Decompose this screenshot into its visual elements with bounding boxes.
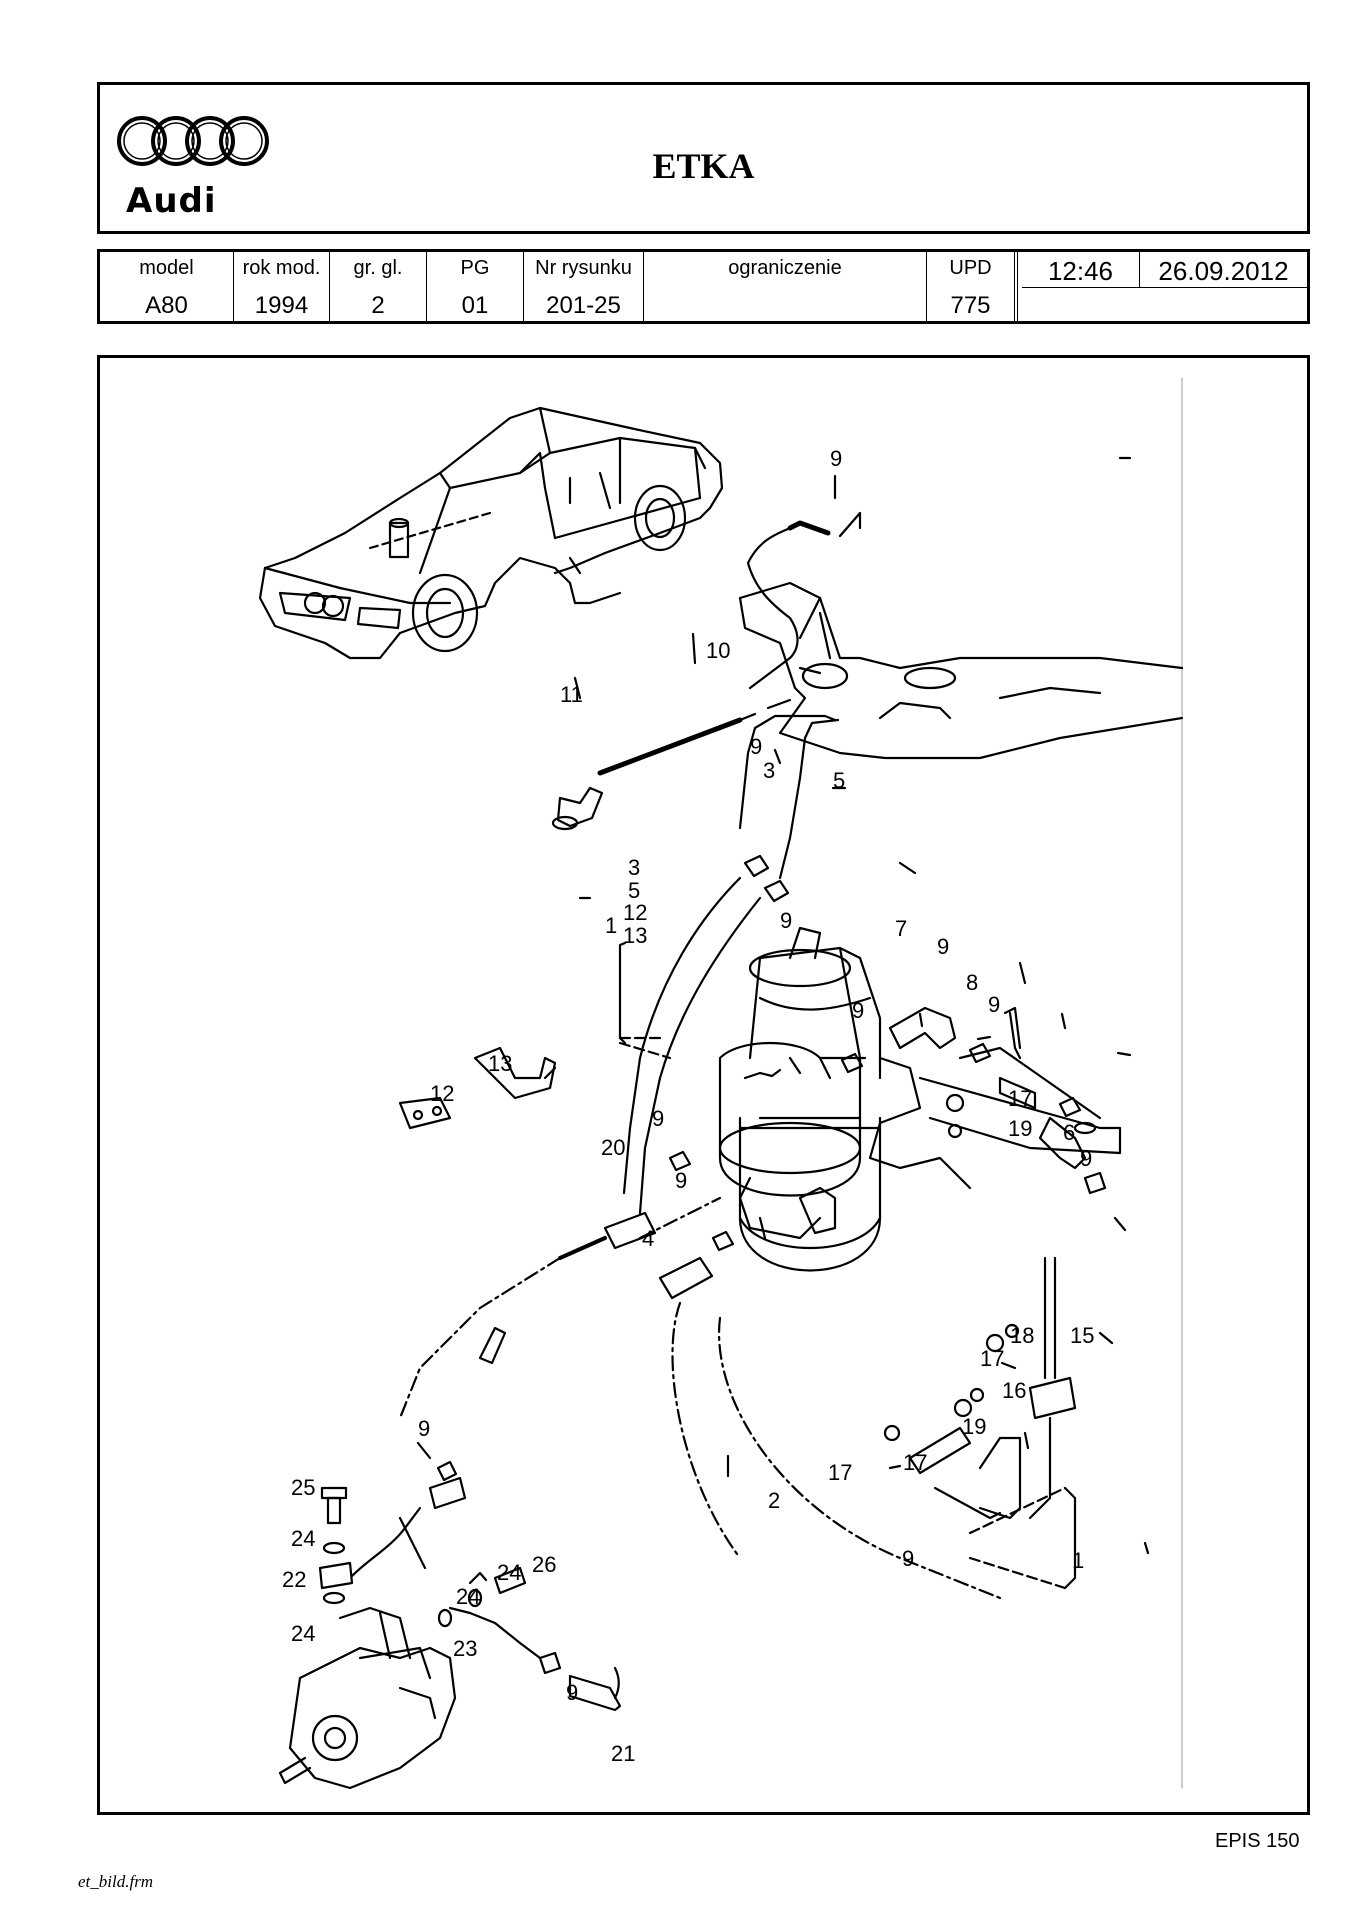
callout-9: 9 (830, 446, 842, 471)
info-table: model A80 rok mod. 1994 gr. gl. 2 PG 01 … (97, 249, 1310, 324)
print-time: 12:46 (1022, 252, 1140, 288)
callout-13: 13 (488, 1051, 512, 1076)
callout-9: 9 (566, 1680, 578, 1705)
col-pg-value: 01 (461, 292, 489, 319)
callout-10: 10 (706, 638, 730, 663)
print-date: 26.09.2012 (1140, 252, 1307, 288)
callout-24: 24 (456, 1584, 480, 1609)
callout-2: 2 (768, 1488, 780, 1513)
footer-filename: et_bild.frm (78, 1872, 154, 1891)
parts-diagram: 9101135993512131798991719691312920491518… (258, 377, 1184, 1790)
callout-23: 23 (453, 1636, 477, 1661)
footer-version: EPIS 150 (1215, 1830, 1300, 1852)
car-illustration (258, 406, 724, 660)
callout-4: 4 (642, 1226, 654, 1251)
callout-12: 12 (430, 1081, 454, 1106)
injection-pump (278, 1606, 457, 1790)
brand-wordmark: Audi (126, 181, 217, 221)
fuel-filter-housing (718, 926, 882, 1272)
col-main-group-label: gr. gl. (353, 257, 403, 279)
callout-21: 21 (611, 1741, 635, 1766)
callout-3: 3 (628, 855, 640, 880)
callout-9: 9 (852, 998, 864, 1023)
callout-1: 1 (1072, 1548, 1084, 1573)
callout-5: 5 (628, 878, 640, 903)
col-year-value: 1994 (254, 292, 309, 319)
col-upd: UPD 775 (927, 252, 1018, 321)
col-model-value: A80 (145, 292, 188, 319)
callout-24: 24 (291, 1526, 315, 1551)
callout-16: 16 (1002, 1378, 1026, 1403)
col-pg: PG 01 (427, 252, 524, 321)
callout-24: 24 (497, 1560, 521, 1585)
callout-5: 5 (833, 768, 845, 793)
callout-1: 1 (605, 913, 617, 938)
callout-9: 9 (1080, 1146, 1092, 1171)
col-year-label: rok mod. (242, 257, 321, 279)
callout-9: 9 (988, 992, 1000, 1017)
callout-6: 6 (1063, 1120, 1075, 1145)
callout-9: 9 (652, 1106, 664, 1131)
col-model: model A80 (100, 252, 234, 321)
callout-20: 20 (601, 1135, 625, 1160)
col-upd-label: UPD (949, 257, 992, 279)
callout-17: 17 (980, 1346, 1004, 1371)
callout-9: 9 (937, 934, 949, 959)
callout-19: 19 (962, 1414, 986, 1439)
callout-17: 17 (1008, 1086, 1032, 1111)
callout-24: 24 (291, 1621, 315, 1646)
callout-19: 19 (1008, 1116, 1032, 1141)
callout-12: 12 (623, 900, 647, 925)
print-date-value: 26.09.2012 (1158, 256, 1289, 286)
callout-15: 15 (1070, 1323, 1094, 1348)
callout-9: 9 (750, 734, 762, 759)
callout-3: 3 (763, 758, 775, 783)
callout-18: 18 (1010, 1323, 1034, 1348)
callout-7: 7 (895, 916, 907, 941)
col-upd-value: 775 (950, 292, 991, 319)
col-main-group: gr. gl. 2 (330, 252, 427, 321)
callout-26: 26 (532, 1552, 556, 1577)
col-model-label: model (139, 257, 194, 279)
callout-9: 9 (418, 1416, 430, 1441)
callout-22: 22 (282, 1567, 306, 1592)
callout-11: 11 (560, 682, 583, 707)
callout-17: 17 (903, 1450, 927, 1475)
col-year: rok mod. 1994 (234, 252, 330, 321)
callout-13: 13 (623, 923, 647, 948)
col-drawing-number-value: 201-25 (546, 292, 621, 319)
callout-17: 17 (828, 1460, 852, 1485)
col-pg-label: PG (460, 257, 490, 279)
col-main-group-value: 2 (371, 292, 385, 319)
col-restriction-label: ograniczenie (728, 257, 842, 279)
callout-9: 9 (675, 1168, 687, 1193)
col-drawing-number-label: Nr rysunku (535, 257, 632, 279)
fuel-tank (738, 581, 1184, 760)
col-restriction: ograniczenie (644, 252, 927, 321)
callout-9: 9 (902, 1546, 914, 1571)
col-drawing-number: Nr rysunku 201-25 (524, 252, 644, 321)
callout-9: 9 (780, 908, 792, 933)
header-box: Audi ETKA (97, 82, 1310, 234)
print-time-value: 12:46 (1047, 256, 1114, 286)
callout-8: 8 (966, 970, 978, 995)
audi-rings-logo (117, 116, 269, 166)
page-title: ETKA (652, 146, 755, 186)
callout-25: 25 (291, 1475, 315, 1500)
